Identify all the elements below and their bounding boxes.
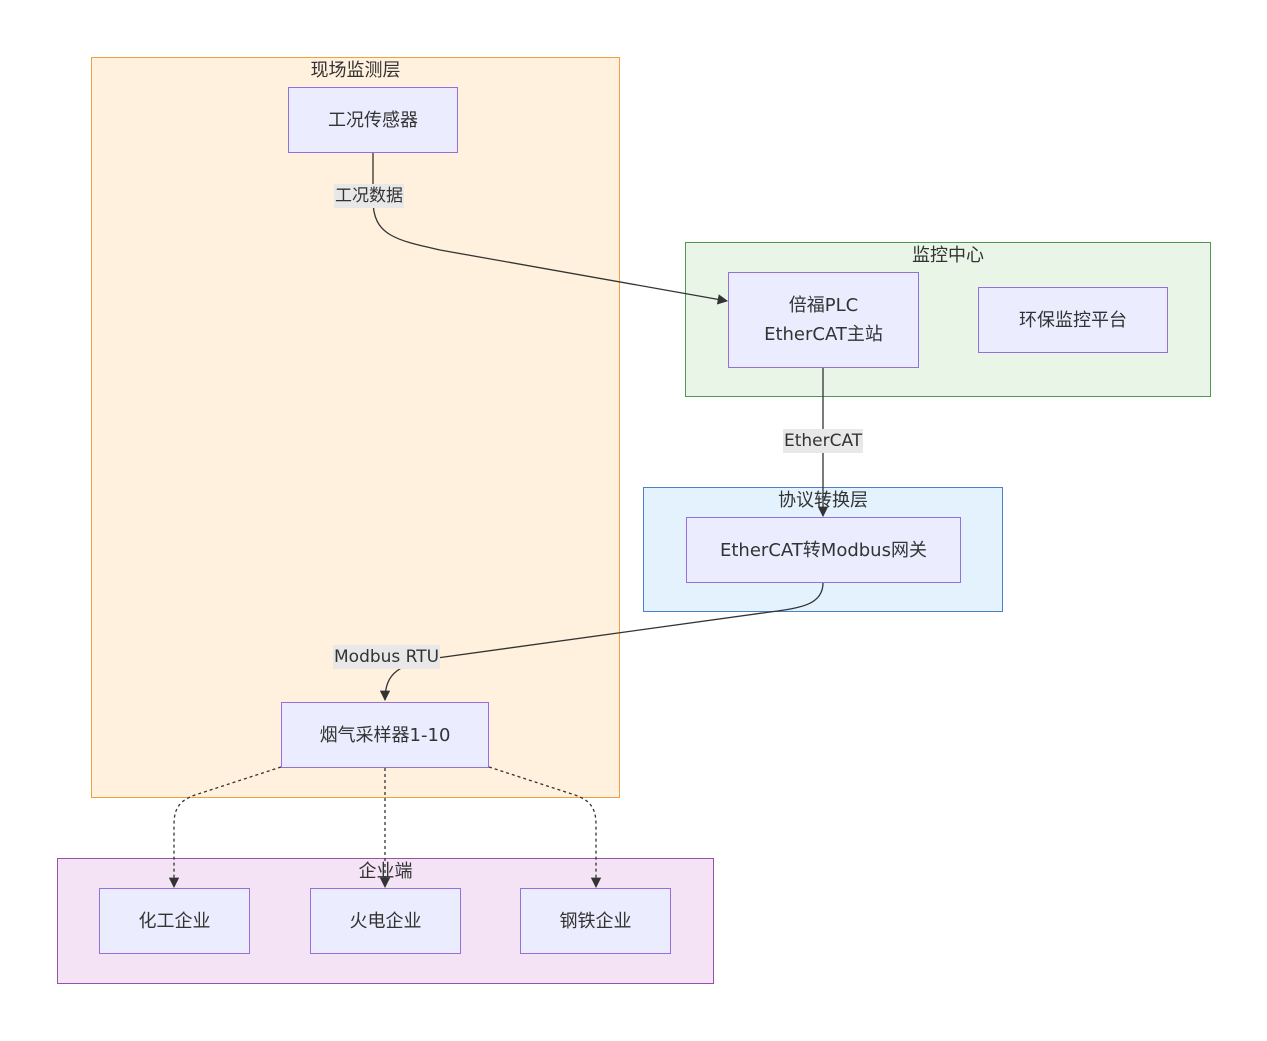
node-power-enterprise[interactable]: 火电企业	[310, 888, 461, 954]
node-chemical-enterprise[interactable]: 化工企业	[99, 888, 250, 954]
node-protocol-gateway-label: EtherCAT转Modbus网关	[720, 539, 927, 561]
node-flue-gas-sampler[interactable]: 烟气采样器1-10	[281, 702, 489, 768]
cluster-field-monitoring-title: 现场监测层	[310, 60, 401, 81]
node-beckhoff-plc-label-line2: EtherCAT主站	[764, 324, 883, 345]
node-environmental-platform-label: 环保监控平台	[1019, 309, 1127, 331]
node-chemical-enterprise-label: 化工企业	[138, 910, 211, 932]
node-condition-sensor[interactable]: 工况传感器	[288, 87, 458, 153]
node-flue-gas-sampler-label: 烟气采样器1-10	[319, 724, 451, 746]
cluster-monitoring-center-title: 监控中心	[912, 245, 984, 266]
edge-gateway-to-sampler	[379, 582, 824, 702]
node-beckhoff-plc[interactable]: 倍福PLC EtherCAT主站	[728, 272, 919, 368]
edge-label-ethercat: EtherCAT	[783, 429, 864, 453]
node-steel-enterprise-label: 钢铁企业	[559, 910, 632, 932]
node-power-enterprise-label: 火电企业	[349, 910, 422, 932]
node-environmental-platform[interactable]: 环保监控平台	[978, 287, 1168, 353]
edge-sampler-to-steel	[488, 766, 602, 889]
node-protocol-gateway[interactable]: EtherCAT转Modbus网关	[686, 517, 961, 583]
node-steel-enterprise[interactable]: 钢铁企业	[520, 888, 671, 954]
edge-sensor-to-plc	[372, 153, 729, 305]
cluster-field-monitoring: 现场监测层	[91, 57, 620, 798]
node-condition-sensor-label: 工况传感器	[328, 109, 418, 131]
edge-label-modbus-rtu: Modbus RTU	[333, 645, 441, 669]
node-beckhoff-plc-label-line1: 倍福PLC	[788, 295, 859, 316]
edge-sampler-to-chemical	[168, 766, 282, 889]
edge-label-sensor-data: 工况数据	[334, 184, 404, 208]
